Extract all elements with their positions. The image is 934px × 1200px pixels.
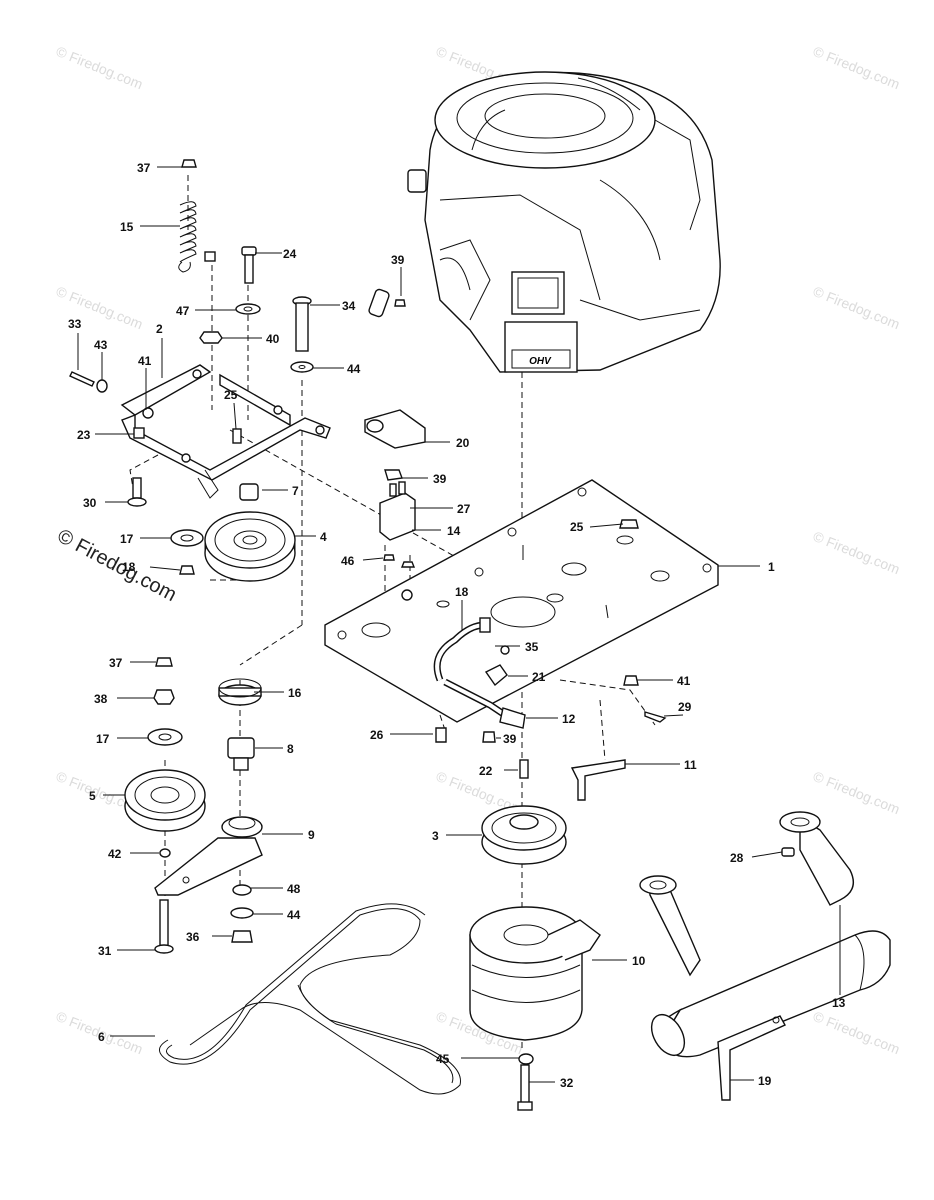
callout-2: 2: [156, 322, 163, 336]
callout-39b: 39: [433, 472, 447, 486]
callout-25b: 25: [570, 520, 584, 534]
watermark: © Firedog.com: [54, 43, 145, 92]
callout-48: 48: [287, 882, 301, 896]
callout-23: 23: [77, 428, 91, 442]
bolts-and-washers: [69, 246, 314, 507]
callout-4: 4: [320, 530, 327, 544]
callout-18: 18: [122, 560, 136, 574]
engine-badge: OHV: [529, 356, 552, 367]
callouts: 37 15 24 39 47 34 33 2 40 43 41 44 25 23…: [68, 161, 846, 1090]
callout-37b: 37: [109, 656, 123, 670]
callout-18b: 18: [455, 585, 469, 599]
callout-32: 32: [560, 1076, 574, 1090]
engine: OHV: [407, 71, 721, 373]
callout-6: 6: [98, 1030, 105, 1044]
callout-41b: 41: [677, 674, 691, 688]
callout-13: 13: [832, 996, 846, 1010]
callout-39: 39: [391, 253, 405, 267]
callout-47: 47: [176, 304, 190, 318]
watermark: © Firedog.com: [811, 768, 902, 817]
callout-31: 31: [98, 944, 112, 958]
callout-16: 16: [288, 686, 302, 700]
callout-8: 8: [287, 742, 294, 756]
callout-20: 20: [456, 436, 470, 450]
drive-belt: [159, 903, 461, 1095]
callout-26: 26: [370, 728, 384, 742]
callout-45: 45: [436, 1052, 450, 1066]
callout-42: 42: [108, 847, 122, 861]
callout-14: 14: [447, 524, 461, 538]
callout-28: 28: [730, 851, 744, 865]
callout-25: 25: [224, 388, 238, 402]
callout-36: 36: [186, 930, 200, 944]
idler-pulley-upper: [170, 511, 296, 582]
pto-bracket: [120, 364, 331, 499]
callout-37: 37: [137, 161, 151, 175]
watermark: © Firedog.com: [811, 283, 902, 332]
callout-39c: 39: [503, 732, 517, 746]
idler-pulley-lower: [124, 657, 206, 954]
callout-9: 9: [308, 828, 315, 842]
callout-17: 17: [120, 532, 134, 546]
callout-12: 12: [562, 712, 576, 726]
callout-38: 38: [94, 692, 108, 706]
watermark-large: © Firedog.com: [54, 525, 180, 606]
watermark: © Firedog.com: [811, 43, 902, 92]
callout-15: 15: [120, 220, 134, 234]
callout-10: 10: [632, 954, 646, 968]
callout-44b: 44: [287, 908, 301, 922]
callout-22: 22: [479, 764, 493, 778]
callout-41: 41: [138, 354, 152, 368]
callout-21: 21: [532, 670, 546, 684]
callout-7: 7: [292, 484, 299, 498]
callout-35: 35: [525, 640, 539, 654]
callout-1: 1: [768, 560, 775, 574]
watermark: © Firedog.com: [811, 1008, 902, 1057]
callout-3: 3: [432, 829, 439, 843]
engine-mount-plate: [324, 479, 719, 723]
callout-24: 24: [283, 247, 297, 261]
callout-17b: 17: [96, 732, 110, 746]
callout-40: 40: [266, 332, 280, 346]
muffler-assembly: [639, 811, 891, 1101]
callout-34: 34: [342, 299, 356, 313]
callout-5: 5: [89, 789, 96, 803]
callout-46: 46: [341, 554, 355, 568]
watermark: © Firedog.com: [811, 528, 902, 577]
clutch-assembly: [469, 805, 601, 1111]
callout-43: 43: [94, 338, 108, 352]
callout-33: 33: [68, 317, 82, 331]
callout-29: 29: [678, 700, 692, 714]
callout-11: 11: [684, 758, 697, 772]
leader-lines: [77, 166, 841, 1083]
callout-27: 27: [457, 502, 471, 516]
callout-44: 44: [347, 362, 361, 376]
idler-arm-assembly: [154, 678, 263, 943]
callout-30: 30: [83, 496, 97, 510]
callout-19: 19: [758, 1074, 772, 1088]
tension-spring: [178, 159, 216, 273]
